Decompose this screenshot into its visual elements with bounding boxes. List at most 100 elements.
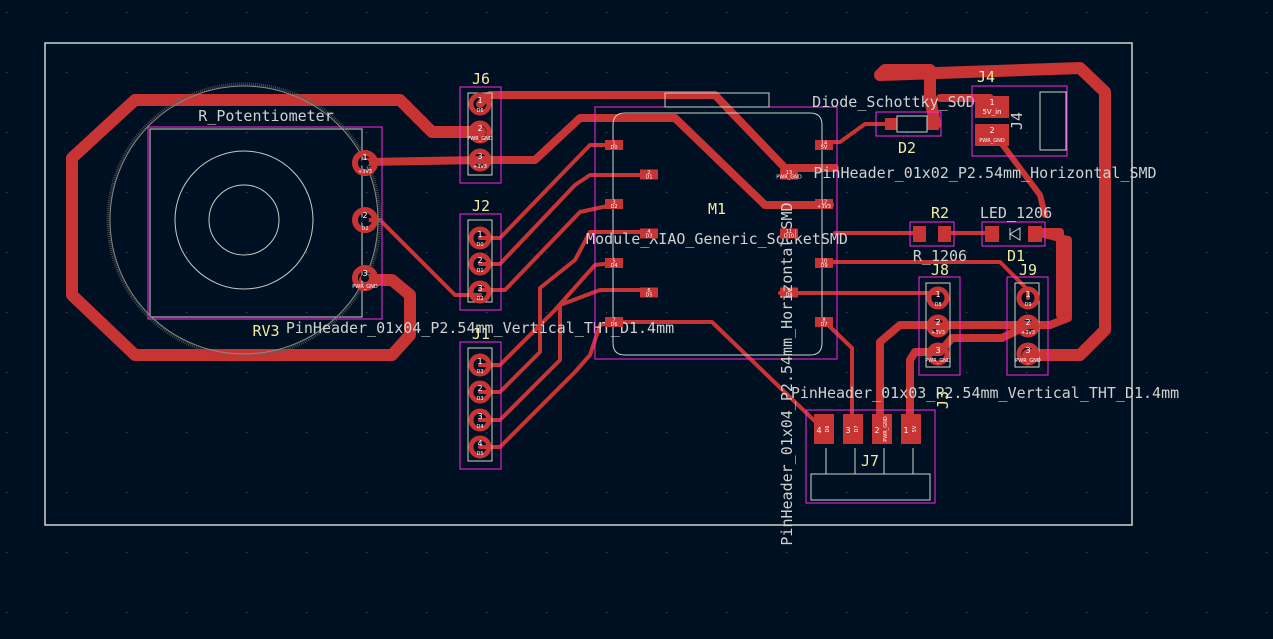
footprint-j1[interactable]: J1 1 D3 2 D3 3 D4 4 D5 — [459, 325, 502, 470]
r2-pad-1[interactable] — [913, 226, 926, 242]
d2-pad-1[interactable] — [885, 118, 897, 130]
j6-pad-3[interactable]: 3 +3V3 — [468, 148, 492, 172]
j8-pad-1[interactable]: 1 D8 — [926, 286, 950, 310]
trace-j1-2[interactable] — [478, 230, 652, 394]
j2-pad-1[interactable]: 1 D0 — [468, 226, 492, 250]
j9-pad-3[interactable]: 3 PWR_GND — [1015, 342, 1041, 366]
footprint-m1[interactable]: M1 Module_XIAO_Generic_SocketSMD 1D02D13… — [586, 92, 848, 360]
trace-gnd-loop[interactable] — [66, 94, 486, 361]
j2-pad-1-net: D0 — [476, 242, 483, 248]
diode-symbol-icon — [1009, 227, 1021, 241]
trace-j7-d6[interactable] — [610, 320, 824, 430]
j6-pad-1-net: D6 — [476, 108, 483, 114]
j9-pad-3-num: 3 — [1025, 346, 1030, 355]
j1-pad-1[interactable]: 1 D3 — [468, 353, 492, 377]
j8-pad-3[interactable]: 3 PWR_GND — [925, 342, 951, 366]
d1-pad-2[interactable] — [1028, 226, 1042, 242]
rv3-pad-2[interactable]: 2 D2 — [352, 207, 378, 233]
footprint-j7[interactable]: 4 D6 3 D7 2 PWR_GND 1 5V J7 — [805, 409, 936, 504]
m1-pad-9[interactable]: 9D8 — [780, 287, 798, 299]
m1-pad-8[interactable]: 8D7 — [815, 317, 833, 328]
m1-pad-2-net: D1 — [645, 175, 652, 181]
j3-ref-label: J3 — [934, 391, 952, 409]
m1-pad-7-num: 7 — [612, 318, 615, 324]
d1-pad-1[interactable] — [985, 226, 999, 242]
trace-3v3[interactable] — [361, 114, 834, 209]
footprint-r2[interactable]: R2 R_1206 — [909, 204, 967, 265]
footprint-d2[interactable]: D2 Diode_Schottky_SOD123 — [812, 93, 1002, 157]
m1-pad-12[interactable]: 12+3V3 — [815, 199, 833, 210]
trace-5v-loop[interactable] — [874, 62, 1111, 361]
j7-pad-2[interactable]: 2 PWR_GND — [872, 414, 892, 444]
footprint-rv3[interactable] — [108, 84, 383, 356]
m1-pad-4[interactable]: 4D3 — [640, 228, 658, 240]
j2-pad-2[interactable]: 2 D1 — [468, 252, 492, 276]
trace-d1-gnd2[interactable] — [1036, 228, 1064, 319]
m1-pad-12-num: 12 — [821, 200, 827, 206]
footprint-j9[interactable]: J9 1 D9 2 +3V3 3 PWR_GND — [1006, 261, 1049, 376]
footprint-j4[interactable]: 1 5V_in 2 PWR_GND J4 J4 PinHeader_01x02_… — [813, 68, 1156, 182]
j7-pad-3-net: D7 — [854, 425, 860, 432]
j4-pad-1[interactable]: 1 5V_in — [975, 96, 1009, 118]
trace-j2-d1[interactable] — [478, 173, 652, 266]
m1-pad-14-num: 14 — [821, 141, 827, 147]
footprint-j6[interactable]: J6 1 D6 2 PWR_GND 3 +3V3 — [459, 70, 502, 184]
j8-pad-1-net: D8 — [934, 302, 941, 308]
m1-pad-6-num: 6 — [647, 288, 650, 294]
j6-pad-1[interactable]: 1 D6 — [468, 92, 492, 116]
j8-j9-value-label: PinHeader_01x03_P2.54mm_Vertical_THT_D1.… — [791, 384, 1179, 402]
trace-j1-4[interactable] — [478, 320, 614, 449]
j9-pad-2[interactable]: 2 +3V3 — [1016, 314, 1040, 338]
footprint-j8[interactable]: J8 1 D8 2 +3V3 3 PWR_GND — [918, 261, 961, 376]
r2-value-label: R_1206 — [913, 247, 967, 265]
m1-pad-6[interactable]: 6D5 — [640, 287, 658, 299]
m1-pad-2[interactable]: 2D1 — [640, 169, 658, 181]
trace-j1-1[interactable] — [478, 261, 614, 367]
footprint-d1[interactable]: D1 LED_1206 — [980, 204, 1052, 265]
j7-pad-4[interactable]: 4 D6 — [814, 414, 834, 444]
m1-pad-2-num: 2 — [647, 170, 650, 176]
j6-pad-2[interactable]: 2 PWR_GND — [467, 120, 493, 144]
rv3-pad-3[interactable]: 3 PWR_GND — [352, 265, 378, 291]
trace-j9-d9[interactable] — [823, 260, 1030, 300]
m1-pad-1-net: D0 — [610, 145, 617, 151]
m1-pad-7[interactable]: 7D6 — [605, 317, 623, 328]
j8-pad-2-num: 2 — [935, 318, 940, 327]
m1-pad-5-num: 5 — [612, 259, 615, 265]
m1-pad-5[interactable]: 5D4 — [605, 258, 623, 269]
j2-pad-3-num: 3 — [477, 284, 482, 293]
trace-j8j9-gnd[interactable] — [906, 321, 1032, 432]
d2-pad-2[interactable] — [927, 118, 939, 130]
j7-pad-1[interactable]: 1 5V — [901, 414, 921, 444]
board-outline[interactable] — [44, 42, 1133, 526]
j9-pad-2-num: 2 — [1025, 318, 1030, 327]
j9-pad-1-net: D9 — [1024, 302, 1031, 308]
j1-pad-4[interactable]: 4 D5 — [468, 435, 492, 459]
r2-pad-2[interactable] — [938, 226, 951, 242]
j2-pad-3[interactable]: 3 D2 — [468, 280, 492, 304]
rv3-pads: 1 +3V3 2 D2 3 PWR_GND — [352, 150, 378, 291]
j9-pad-1[interactable]: 1 D9 — [1016, 286, 1040, 310]
j7-pad-3[interactable]: 3 D7 — [843, 414, 863, 444]
m1-pad-3[interactable]: 3D2 — [605, 199, 623, 210]
j4-pad-2[interactable]: 2 PWR_GND — [975, 124, 1009, 146]
j2-ref-label: J2 — [472, 197, 490, 215]
m1-pad-1[interactable]: 1D0 — [605, 140, 623, 151]
trace-j1-3[interactable] — [478, 288, 652, 422]
j1-pad-2[interactable]: 2 D3 — [468, 380, 492, 404]
trace-j4-gnd[interactable] — [990, 129, 1048, 218]
footprint-j2[interactable]: J2 1 D0 2 D1 3 D2 — [459, 197, 502, 311]
m1-pad-13-num: 13 — [786, 170, 792, 176]
j8-pad-2[interactable]: 2 +3V3 — [926, 314, 950, 338]
m1-pad-4-num: 4 — [647, 229, 650, 235]
trace-d7[interactable] — [823, 320, 854, 430]
rv3-pad-2-num: 2 — [362, 211, 367, 220]
j1-pad-3[interactable]: 3 D4 — [468, 408, 492, 432]
rv3-pad-1[interactable]: 1 +3V3 — [352, 150, 378, 176]
m1-pad-11-num: 11 — [786, 229, 792, 235]
